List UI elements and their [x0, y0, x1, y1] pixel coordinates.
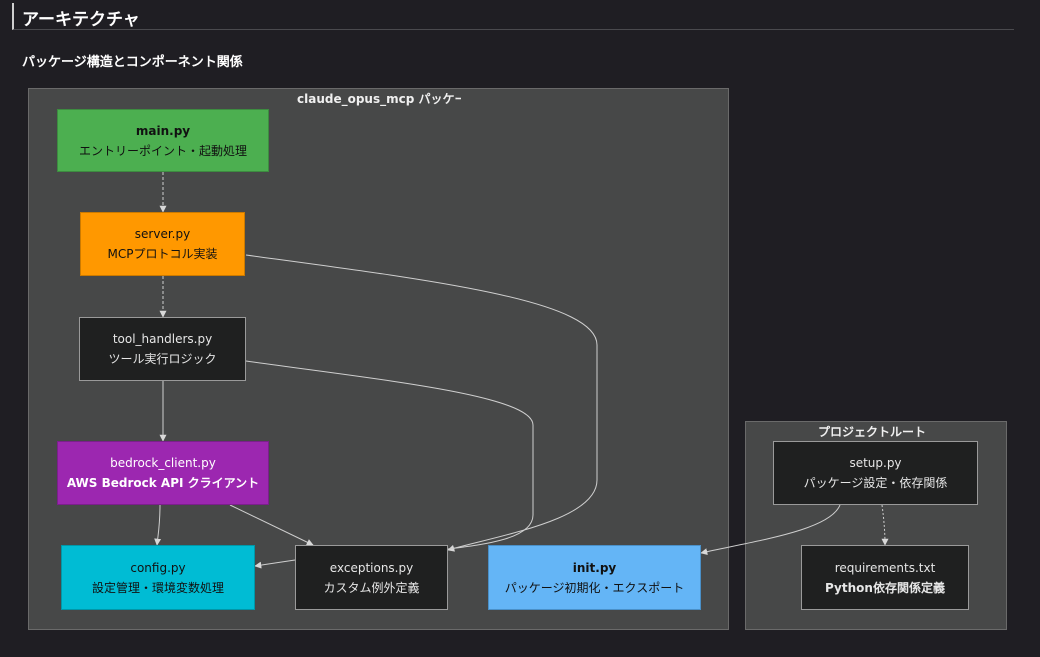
node-bedrock-client-desc: AWS Bedrock API クライアント	[66, 476, 260, 490]
node-server-desc: MCPプロトコル実装	[107, 247, 218, 261]
node-main-name: main.py	[135, 123, 191, 138]
node-bedrock-client-name: bedrock_client.py	[110, 456, 216, 470]
node-tool-handlers-desc: ツール実行ロジック	[108, 352, 217, 366]
node-server-name: server.py	[134, 227, 191, 241]
node-setup-name: setup.py	[849, 456, 902, 470]
node-exceptions[interactable]: exceptions.py カスタム例外定義	[295, 545, 448, 610]
node-exceptions-desc: カスタム例外定義	[323, 580, 420, 595]
edge-server-exceptions	[245, 254, 598, 552]
node-config[interactable]: config.py 設定管理・環境変数処理	[61, 545, 255, 610]
node-requirements-desc: Python依存関係定義	[825, 580, 945, 595]
node-config-desc: 設定管理・環境変数処理	[91, 580, 224, 595]
node-init-desc: パッケージ初期化・エクスポート	[504, 580, 685, 595]
node-config-name: config.py	[130, 560, 186, 575]
node-server[interactable]: server.py MCPプロトコル実装	[80, 212, 245, 276]
diagram-subheading: パッケージ構造とコンポーネント関係	[22, 55, 243, 70]
section-heading-text: アーキテクチャ	[22, 10, 140, 30]
edge-tool-handlers-exceptions	[245, 360, 534, 553]
section-heading: アーキテクチャ	[12, 3, 1014, 30]
node-tool-handlers[interactable]: tool_handlers.py ツール実行ロジック	[79, 317, 246, 381]
node-main[interactable]: main.py エントリーポイント・起動処理	[57, 109, 269, 172]
node-bedrock-client[interactable]: bedrock_client.py AWS Bedrock API クライアント	[57, 441, 269, 505]
node-main-desc: エントリーポイント・起動処理	[78, 143, 247, 158]
edge-setup-init	[700, 504, 841, 556]
node-init-name: init.py	[572, 560, 617, 575]
edge-bedrock-client-exceptions	[229, 504, 314, 546]
node-tool-handlers-name: tool_handlers.py	[112, 332, 213, 346]
group-package-title: claude_opus_mcp パッケージ	[297, 92, 461, 106]
node-setup[interactable]: setup.py パッケージ設定・依存関係	[773, 441, 978, 505]
node-setup-desc: パッケージ設定・依存関係	[803, 476, 948, 490]
edge-exceptions-config	[254, 559, 296, 569]
group-project-root-title: プロジェクトルート	[818, 425, 927, 439]
node-exceptions-name: exceptions.py	[329, 560, 414, 575]
node-requirements-name: requirements.txt	[834, 560, 936, 575]
edge-setup-requirements	[881, 504, 889, 546]
edge-bedrock-client-config	[154, 504, 162, 546]
node-requirements[interactable]: requirements.txt Python依存関係定義	[801, 545, 969, 610]
node-init[interactable]: init.py パッケージ初期化・エクスポート	[488, 545, 701, 610]
